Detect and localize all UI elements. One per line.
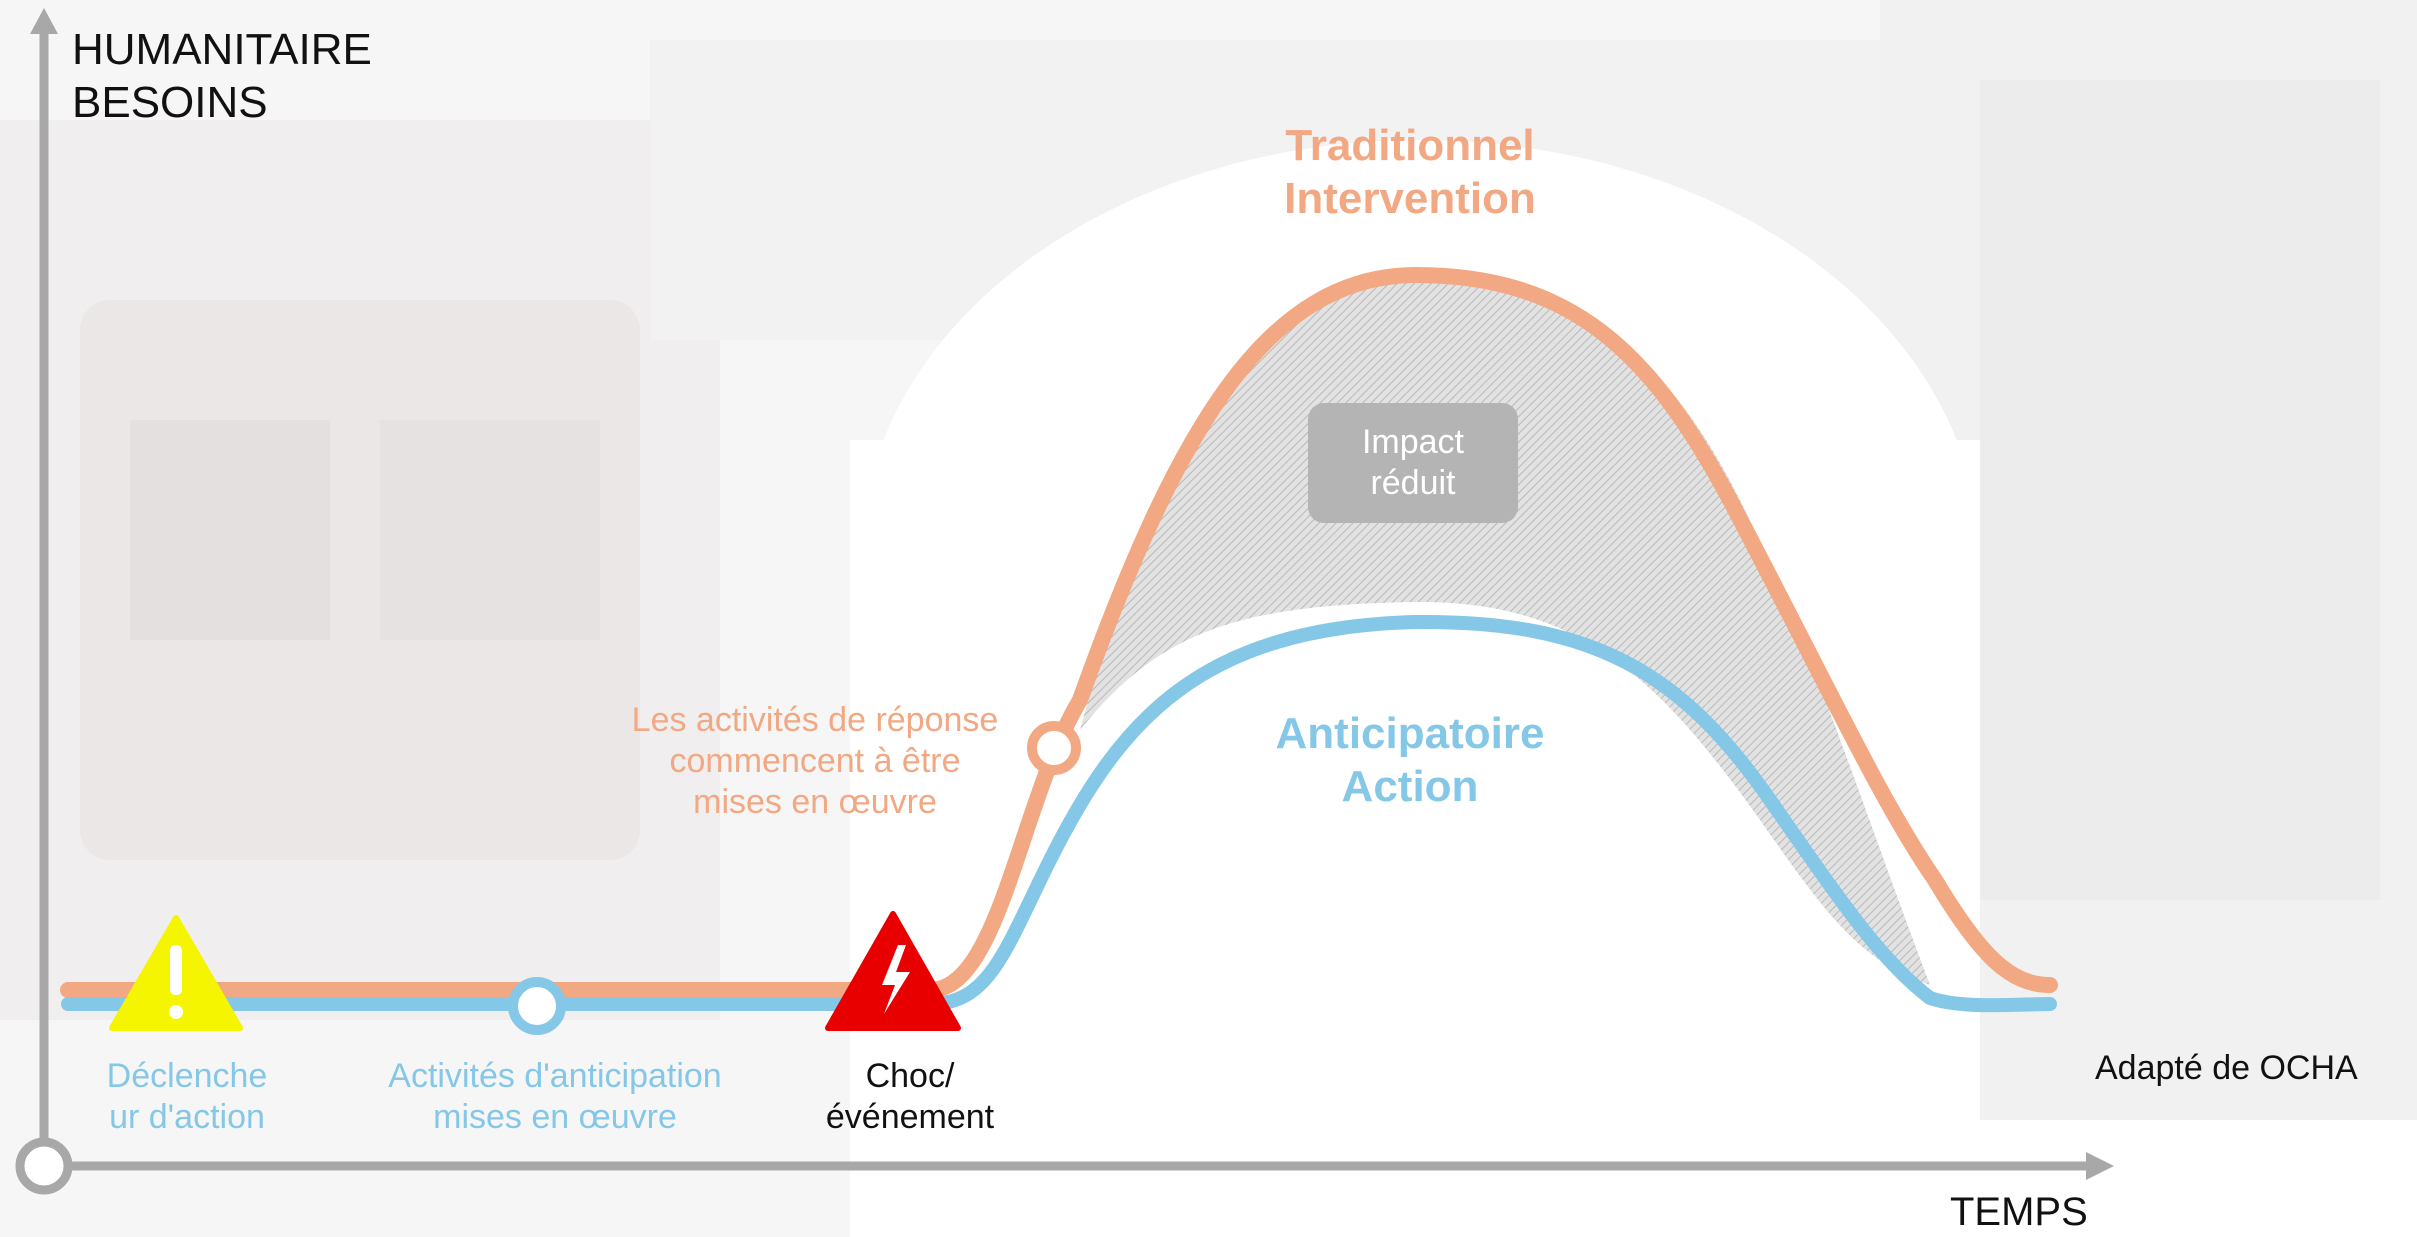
circle-marker-icon (15, 1137, 73, 1195)
reduced-impact-area (1080, 280, 1930, 985)
anticipatory-action-label: Anticipatoire Action (1275, 709, 1545, 811)
anticipatory-activities-marker (508, 977, 566, 1035)
response-start-label: Les activités de réponse commencent à êt… (631, 701, 999, 821)
anticipatory-activities-label: Activités d'anticipation mises en œuvre (388, 1057, 722, 1136)
trigger-label: Déclenche ur d'action (106, 1057, 268, 1136)
response-start-marker (1027, 721, 1081, 775)
y-axis-title: HUMANITAIRE BESOINS (72, 25, 372, 127)
shock-event-label: Choc/ événement (825, 1057, 995, 1136)
x-axis-arrow (2086, 1152, 2114, 1180)
source-credit: Adapté de OCHA (2095, 1049, 2358, 1087)
reduced-impact-label: Impact réduit (1361, 423, 1465, 502)
warning-triangle-icon (109, 915, 243, 1031)
y-axis-arrow (30, 8, 58, 34)
reduced-impact-box: Impact réduit (1308, 403, 1518, 523)
x-axis-title: TEMPS (1950, 1190, 2088, 1234)
traditional-response-label: Traditionnel Intervention (1284, 121, 1536, 223)
anticipatory-action-curve (61, 614, 2057, 1013)
lightning-triangle-icon (825, 911, 961, 1031)
